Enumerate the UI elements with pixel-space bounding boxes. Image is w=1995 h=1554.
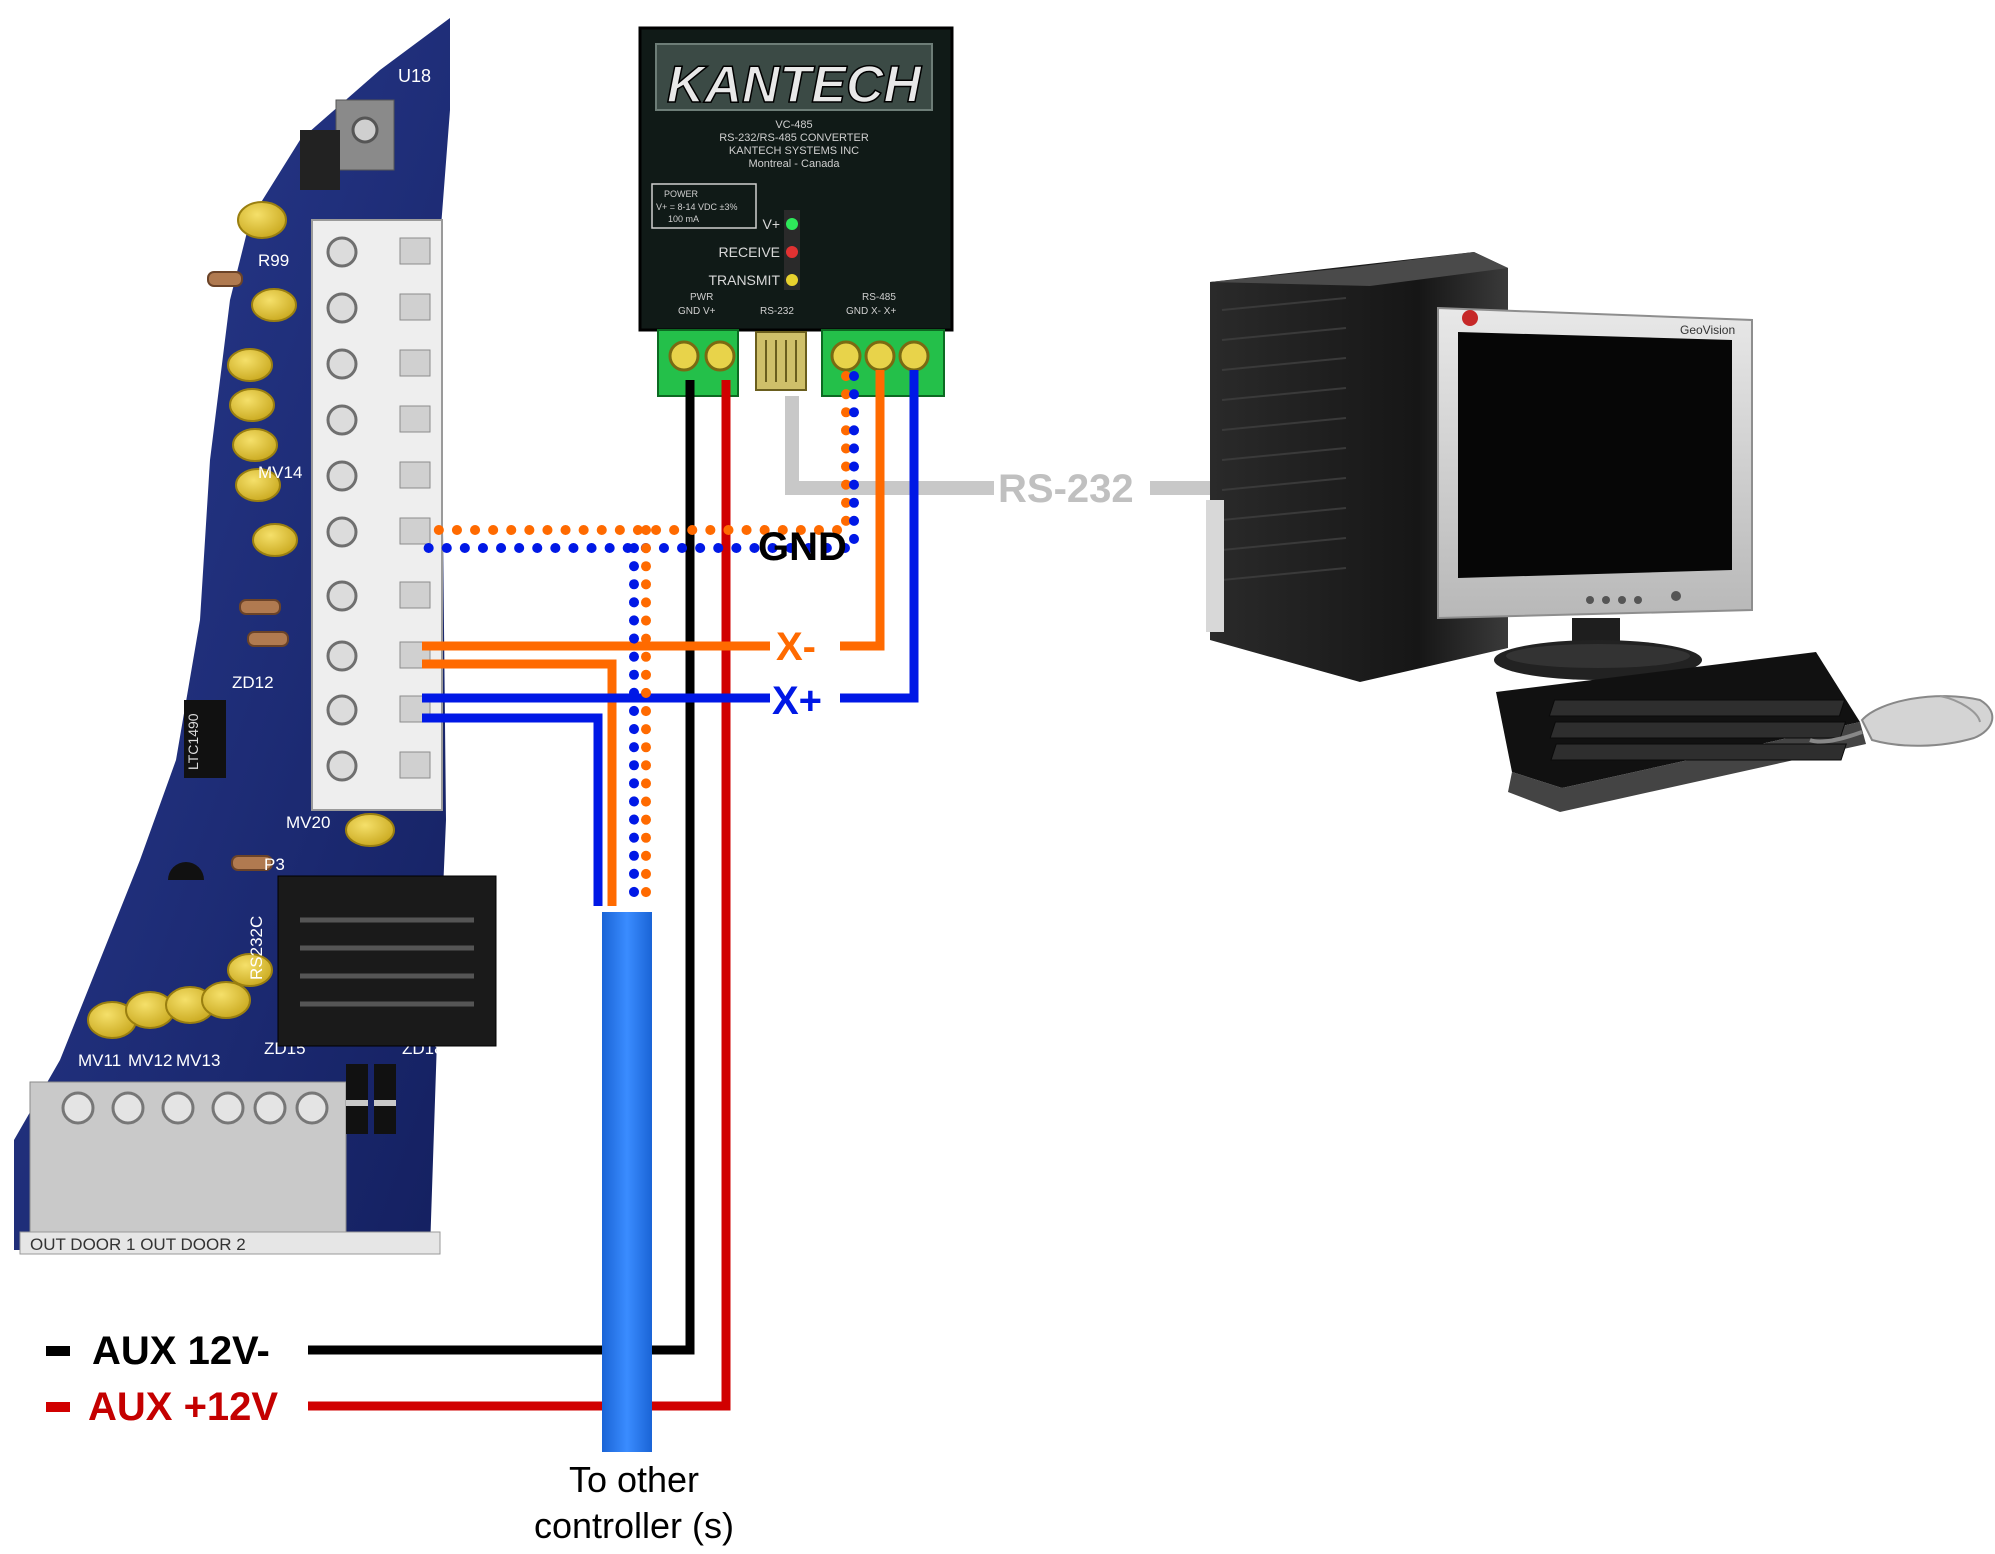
wires [46, 370, 1210, 1452]
converter-line3: Montreal - Canada [748, 158, 840, 170]
svg-text:MV14: MV14 [258, 463, 302, 482]
label-other-controllers-1: To other [569, 1459, 699, 1500]
wire-x-plus-converter [840, 370, 919, 703]
label-x-minus: X- [776, 625, 816, 669]
led-transmit-label: TRANSMIT [708, 272, 780, 288]
cable-to-other-controllers [602, 912, 652, 1452]
svg-text:POWER: POWER [664, 189, 699, 199]
converter-brand: KANTECH [667, 56, 923, 114]
wire-x-plus-return [422, 713, 603, 906]
svg-text:R99: R99 [258, 251, 289, 270]
mouse [1809, 695, 1994, 747]
wire-x-minus-return [422, 659, 617, 906]
svg-text:MV13: MV13 [176, 1051, 220, 1070]
keyboard [1496, 652, 1866, 812]
wire-gnd-blue-dots [411, 371, 859, 553]
terminal-screws [326, 236, 358, 782]
svg-text:MV11: MV11 [78, 1051, 121, 1070]
converter-line2: KANTECH SYSTEMS INC [729, 145, 859, 157]
resistors [207, 271, 289, 871]
status-leds [784, 210, 800, 290]
svg-text:MV12: MV12 [128, 1051, 172, 1070]
svg-text:P3: P3 [264, 855, 285, 874]
legend-stub-red [46, 1402, 70, 1412]
label-aux-minus: AUX 12V- [92, 1329, 270, 1373]
svg-text:100 mA: 100 mA [668, 214, 699, 224]
led-receive-label: RECEIVE [719, 244, 780, 260]
rs232-jack [277, 875, 497, 1047]
svg-text:RS-485: RS-485 [862, 292, 896, 303]
rs232-cable-left [785, 396, 994, 495]
door-strip-label: OUT DOOR 1 OUT DOOR 2 [30, 1235, 246, 1254]
monitor-screen [1458, 332, 1732, 578]
rs232c-label: RS232C [247, 916, 266, 980]
door-terminal-screws [61, 1091, 329, 1125]
wire-x-minus-converter [840, 370, 885, 651]
wire-aux-minus [308, 380, 695, 1355]
capacitors [87, 201, 395, 1039]
svg-text:PWR: PWR [690, 292, 713, 303]
label-gnd: GND [758, 525, 847, 569]
led-power [786, 218, 798, 230]
svg-text:GND X- X+: GND X- X+ [846, 306, 896, 317]
chip-label: LTC1490 [185, 713, 201, 770]
svg-text:V+ = 8-14 VDC ±3%: V+ = 8-14 VDC ±3% [656, 202, 737, 212]
terminal-slots [399, 237, 431, 779]
svg-text:RS-232: RS-232 [760, 306, 794, 317]
svg-text:MV20: MV20 [286, 813, 330, 832]
wire-gnd-orange-dots [421, 371, 851, 535]
monitor-brand: GeoVision [1680, 323, 1735, 337]
label-other-controllers-2: controller (s) [534, 1505, 734, 1546]
led-receive [786, 246, 798, 258]
converter-model: VC-485 [775, 119, 812, 131]
rs232-port [755, 331, 807, 391]
computer: GeoVision [1206, 252, 1994, 812]
labels: GND X- X+ RS-232 AUX 12V- AUX +12V To ot… [88, 467, 1134, 1546]
svg-text:GND V+: GND V+ [678, 306, 716, 317]
rs232-rs485-converter: KANTECH VC-485 RS-232/RS-485 CONVERTER K… [638, 26, 954, 397]
svg-text:ZD12: ZD12 [232, 673, 274, 692]
label-x-plus: X+ [772, 679, 822, 723]
u18-label: U18 [398, 66, 431, 86]
label-rs232: RS-232 [998, 467, 1134, 511]
monitor: GeoVision [1437, 306, 1753, 680]
legend-stub-black [46, 1346, 70, 1356]
led-vplus-label: V+ [762, 216, 780, 232]
wire-aux-plus [308, 380, 731, 1411]
transceiver-chip [184, 700, 226, 778]
controller-board: OUT DOOR 1 OUT DOOR 2 U18 [14, 18, 497, 1255]
power-spec-box [651, 183, 757, 229]
label-aux-plus: AUX +12V [88, 1385, 278, 1429]
converter-line1: RS-232/RS-485 CONVERTER [719, 132, 869, 144]
led-transmit [786, 274, 798, 286]
